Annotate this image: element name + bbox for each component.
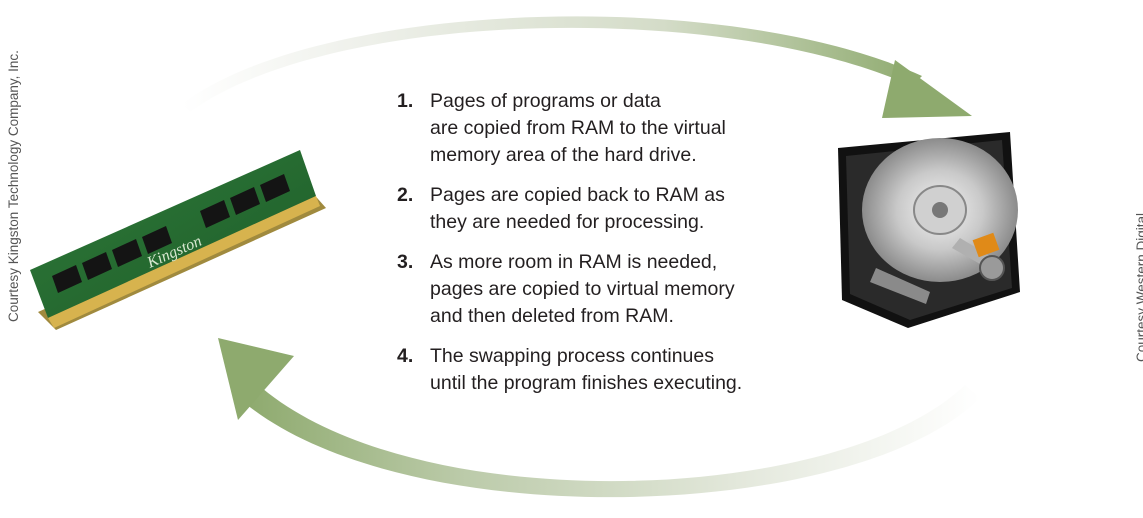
credit-left: Courtesy Kingston Technology Company, In… [6, 50, 21, 322]
step-text: As more room in RAM is needed, pages are… [430, 251, 735, 327]
ram-module-image: Kingston [30, 150, 326, 330]
steps-list: 1. Pages of programs or data are copied … [397, 88, 827, 410]
bottom-arrow-head [218, 338, 294, 420]
step-item: 4. The swapping process continues until … [397, 343, 827, 397]
step-item: 3. As more room in RAM is needed, pages … [397, 249, 827, 330]
step-number: 4. [397, 345, 414, 367]
top-arrow-body [182, 16, 922, 112]
step-item: 2. Pages are copied back to RAM as they … [397, 182, 827, 236]
step-number: 2. [397, 184, 414, 206]
step-text: Pages are copied back to RAM as they are… [430, 184, 725, 233]
step-text: Pages of programs or data are copied fro… [430, 90, 726, 166]
step-number: 1. [397, 90, 414, 112]
top-arrow-head [882, 60, 972, 118]
credit-right: Courtesy Western Digital [1134, 212, 1143, 362]
step-text: The swapping process continues until the… [430, 345, 743, 394]
hard-drive-image [838, 132, 1020, 328]
bottom-arrow-body [246, 385, 980, 498]
step-item: 1. Pages of programs or data are copied … [397, 88, 827, 169]
step-number: 3. [397, 251, 414, 273]
